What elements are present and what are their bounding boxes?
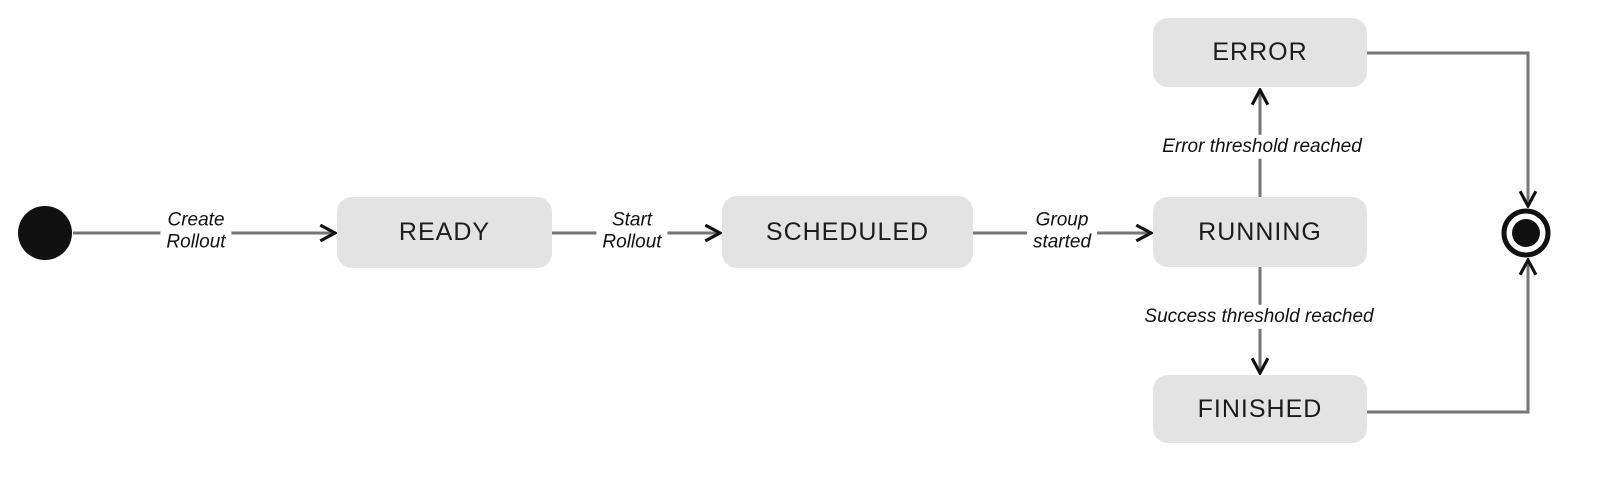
state-running-label: RUNNING (1198, 217, 1322, 246)
state-error-label: ERROR (1212, 38, 1308, 66)
state-scheduled: SCHEDULED (722, 196, 973, 268)
state-running: RUNNING (1153, 197, 1367, 267)
transition-label-error-threshold: Error threshold reached (1156, 134, 1368, 160)
transition-line-finished-to-final (1367, 260, 1528, 414)
state-error: ERROR (1153, 18, 1367, 87)
initial-state-icon (18, 206, 72, 260)
transition-label-start-rollout: Start Rollout (596, 208, 668, 256)
final-state-icon (1501, 208, 1551, 258)
transition-label-group-started: Group started (1026, 208, 1098, 256)
state-finished-label: FINISHED (1197, 394, 1323, 423)
state-scheduled-label: SCHEDULED (765, 217, 930, 246)
state-finished: FINISHED (1153, 375, 1367, 443)
final-state-inner-dot (1512, 219, 1540, 247)
transition-label-create-rollout: Create Rollout (160, 208, 232, 256)
transition-label-success-threshold: Success threshold reached (1138, 304, 1380, 330)
transition-line-error-to-final (1367, 51, 1528, 206)
state-ready: READY (337, 197, 552, 268)
state-ready-label: READY (398, 218, 491, 246)
